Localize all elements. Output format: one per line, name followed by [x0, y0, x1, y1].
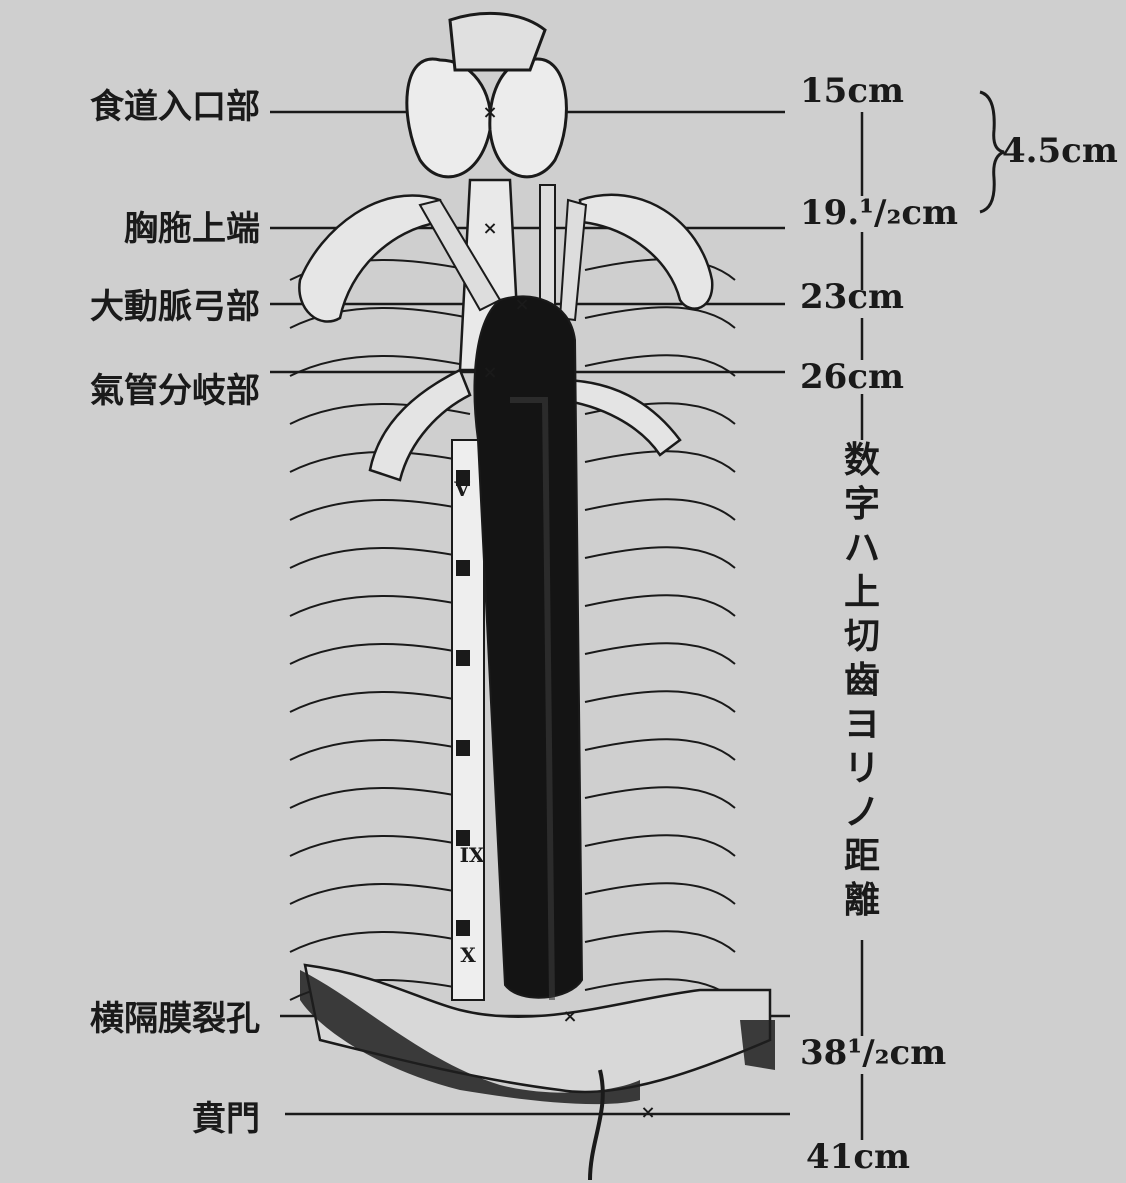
vertebra-marker [456, 920, 470, 936]
label-esophagus-entrance: 食道入口部 [0, 88, 260, 126]
rib-right [585, 739, 735, 760]
rib-left [290, 548, 470, 568]
vertebra-marker [456, 740, 470, 756]
bronchus-right [560, 380, 680, 455]
rib-left [290, 692, 470, 712]
esophagus-marker: × [482, 362, 497, 383]
distance-cardia: 41cm [806, 1138, 910, 1176]
vertebra-number: IX [460, 843, 485, 867]
label-tracheal-bifurcation: 氣管分岐部 [0, 372, 260, 410]
rib-left [290, 596, 470, 616]
esophagus-marker: × [562, 1006, 577, 1027]
label-cardia: 賁門 [0, 1100, 260, 1138]
rib-left [290, 740, 470, 760]
rib-right [585, 499, 735, 520]
clavicle-right [580, 195, 712, 309]
rib-right [585, 307, 735, 328]
rib-left [290, 836, 470, 856]
rib-left [290, 788, 470, 808]
rib-right [585, 835, 735, 856]
rib-right [585, 691, 735, 712]
label-diaphragm-hiatus: 横隔膜裂孔 [0, 1000, 260, 1038]
esophagus-marker: × [514, 294, 529, 315]
distance-diaphragm-hiatus: 38¹/₂cm [800, 1034, 946, 1072]
rib-left [290, 932, 470, 952]
thyroid-right [490, 59, 567, 177]
esophagus-marker: × [482, 102, 497, 123]
spine-column [452, 440, 484, 1000]
vertical-note: 数字ハ上切齒ヨリノ距離 [840, 438, 884, 922]
vessel-right [560, 200, 586, 320]
rib-right [585, 643, 735, 664]
clavicle-left [299, 195, 440, 321]
brace [980, 92, 1004, 212]
vertebra-number: X [460, 943, 476, 967]
vessel-middle [540, 185, 555, 310]
rib-left [290, 884, 470, 904]
esophagus-marker: × [640, 1102, 655, 1123]
distance-sternum-upper: 19.¹/₂cm [800, 194, 958, 232]
distance-esophagus-entrance: 15cm [800, 72, 904, 110]
rib-right [585, 883, 735, 904]
label-aortic-arch: 大動脈弓部 [0, 288, 260, 326]
rib-right [585, 931, 735, 952]
distance-tracheal-bifurcation: 26cm [800, 358, 904, 396]
esophagus-marker: × [482, 218, 497, 239]
rib-right [585, 595, 735, 616]
rib-left [290, 644, 470, 664]
rib-left [290, 500, 470, 520]
vertebra-marker [456, 560, 470, 576]
label-sternum-upper: 胸胣上端 [0, 210, 260, 248]
diaphragm-shadow-right [740, 1020, 775, 1070]
distance-aortic-arch: 23cm [800, 278, 904, 316]
rib-right [585, 787, 735, 808]
thyroid-left [407, 59, 491, 177]
larynx [450, 13, 545, 70]
vertebra-marker [456, 650, 470, 666]
vertebra-number: V [453, 477, 470, 501]
span-label: 4.5cm [1002, 132, 1118, 170]
rib-right [585, 547, 735, 568]
